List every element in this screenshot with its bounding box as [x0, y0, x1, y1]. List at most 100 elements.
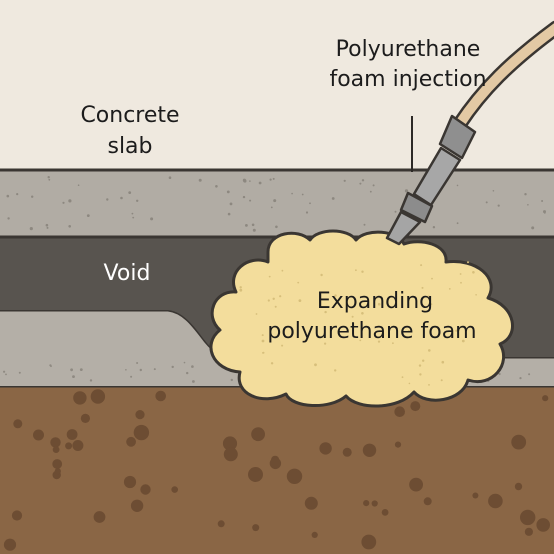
slab-speck: [215, 185, 218, 188]
foam-speck: [255, 313, 258, 315]
concrete-speck: [79, 368, 83, 371]
soil-pebble: [3, 538, 17, 551]
label-concrete-slab-line1: Concrete: [80, 103, 179, 128]
foam-speck: [440, 379, 443, 382]
soil-pebble: [123, 475, 137, 489]
foam-speck: [270, 362, 274, 365]
soil-pebble: [251, 427, 265, 442]
slab-speck: [359, 182, 362, 185]
soil-pebble: [286, 468, 303, 484]
slab-speck: [524, 193, 527, 196]
soil-pebble: [361, 534, 377, 550]
slab-speck: [242, 195, 246, 199]
foam-speck: [261, 339, 265, 343]
concrete-speck: [70, 368, 73, 372]
concrete-speck: [139, 368, 142, 372]
foam-speck: [262, 351, 265, 354]
concrete-slab-texture: [6, 176, 546, 232]
slab-speck: [128, 191, 132, 195]
label-foam-line2: polyurethane foam: [267, 319, 476, 344]
foam-speck: [334, 294, 337, 297]
slab-speck: [68, 225, 71, 228]
concrete-speck: [183, 361, 186, 364]
concrete-speck: [191, 365, 194, 368]
foam-speck: [460, 281, 462, 284]
slab-speck: [48, 178, 51, 181]
soil-pebble: [11, 510, 23, 521]
slab-speck: [301, 193, 304, 196]
slab-speck: [226, 190, 230, 194]
slab-speck: [456, 222, 459, 225]
soil-pebble: [52, 459, 63, 469]
foam-speck: [448, 288, 451, 290]
foam-speck: [334, 369, 337, 372]
slab-speck: [258, 181, 262, 185]
slab-speck: [269, 178, 272, 181]
slab-speck: [132, 216, 135, 219]
foam-speck: [239, 288, 243, 292]
foam-speck: [351, 327, 355, 330]
foam-speck: [419, 373, 422, 376]
foam-texture: [239, 261, 477, 386]
slab-speck: [404, 189, 409, 193]
foam-speck: [324, 342, 327, 345]
foam-speck: [427, 295, 430, 298]
soil-pebble: [33, 429, 44, 441]
slab-speck: [309, 202, 311, 205]
soil-pebble: [410, 401, 421, 412]
slab-speck: [331, 197, 335, 200]
slab-speck: [275, 225, 278, 229]
soil-pebble: [342, 447, 352, 457]
slab-speck: [249, 199, 252, 202]
soil-pebble: [222, 436, 238, 451]
soil-pebble: [472, 492, 479, 499]
soil-pebble: [511, 434, 527, 450]
foam-speck: [459, 273, 462, 275]
soil-pebble: [126, 436, 136, 447]
foam-speck: [430, 303, 433, 306]
foam-speck: [267, 299, 270, 302]
slab-speck: [46, 226, 49, 229]
slab-speck: [45, 223, 49, 227]
slab-speck: [291, 192, 293, 195]
soil-pebble: [73, 391, 87, 405]
foam-speck: [422, 359, 425, 362]
foam-speck: [274, 305, 277, 308]
foam-speck: [297, 281, 300, 284]
soil-pebble: [217, 520, 225, 528]
concrete-speck: [50, 365, 52, 368]
soil-pebble: [155, 390, 166, 402]
soil-pebble: [362, 443, 377, 457]
concrete-speck: [89, 379, 93, 382]
soil-pebble: [93, 511, 106, 523]
foam-speck: [298, 299, 302, 302]
concrete-slab: [0, 168, 554, 239]
slab-speck: [456, 184, 459, 187]
slab-speck: [77, 184, 80, 186]
soil-pebble: [140, 484, 151, 495]
soil-pebble: [423, 497, 432, 506]
foam-speck: [359, 339, 362, 342]
slab-speck: [16, 193, 19, 196]
foam-speck: [420, 264, 423, 267]
soil-pebble: [520, 509, 536, 526]
foam-speck: [261, 334, 264, 337]
slab-speck: [245, 224, 248, 227]
slab-speck: [150, 217, 154, 221]
foam-speck: [422, 304, 425, 307]
soil-pebble: [394, 406, 406, 418]
injection-hose: [451, 20, 554, 133]
foam-speck: [392, 342, 394, 345]
slab-speck: [249, 180, 251, 182]
slab-speck: [86, 214, 90, 218]
slab-speck: [227, 212, 231, 216]
foam-speck: [428, 349, 431, 352]
slab-speck: [62, 201, 65, 204]
foam-blob: [209, 229, 514, 408]
concrete-speck: [519, 377, 522, 380]
foam-speck: [472, 271, 475, 274]
slab-speck: [120, 196, 123, 200]
soil-pebble: [90, 389, 106, 404]
concrete-speck: [192, 380, 195, 383]
